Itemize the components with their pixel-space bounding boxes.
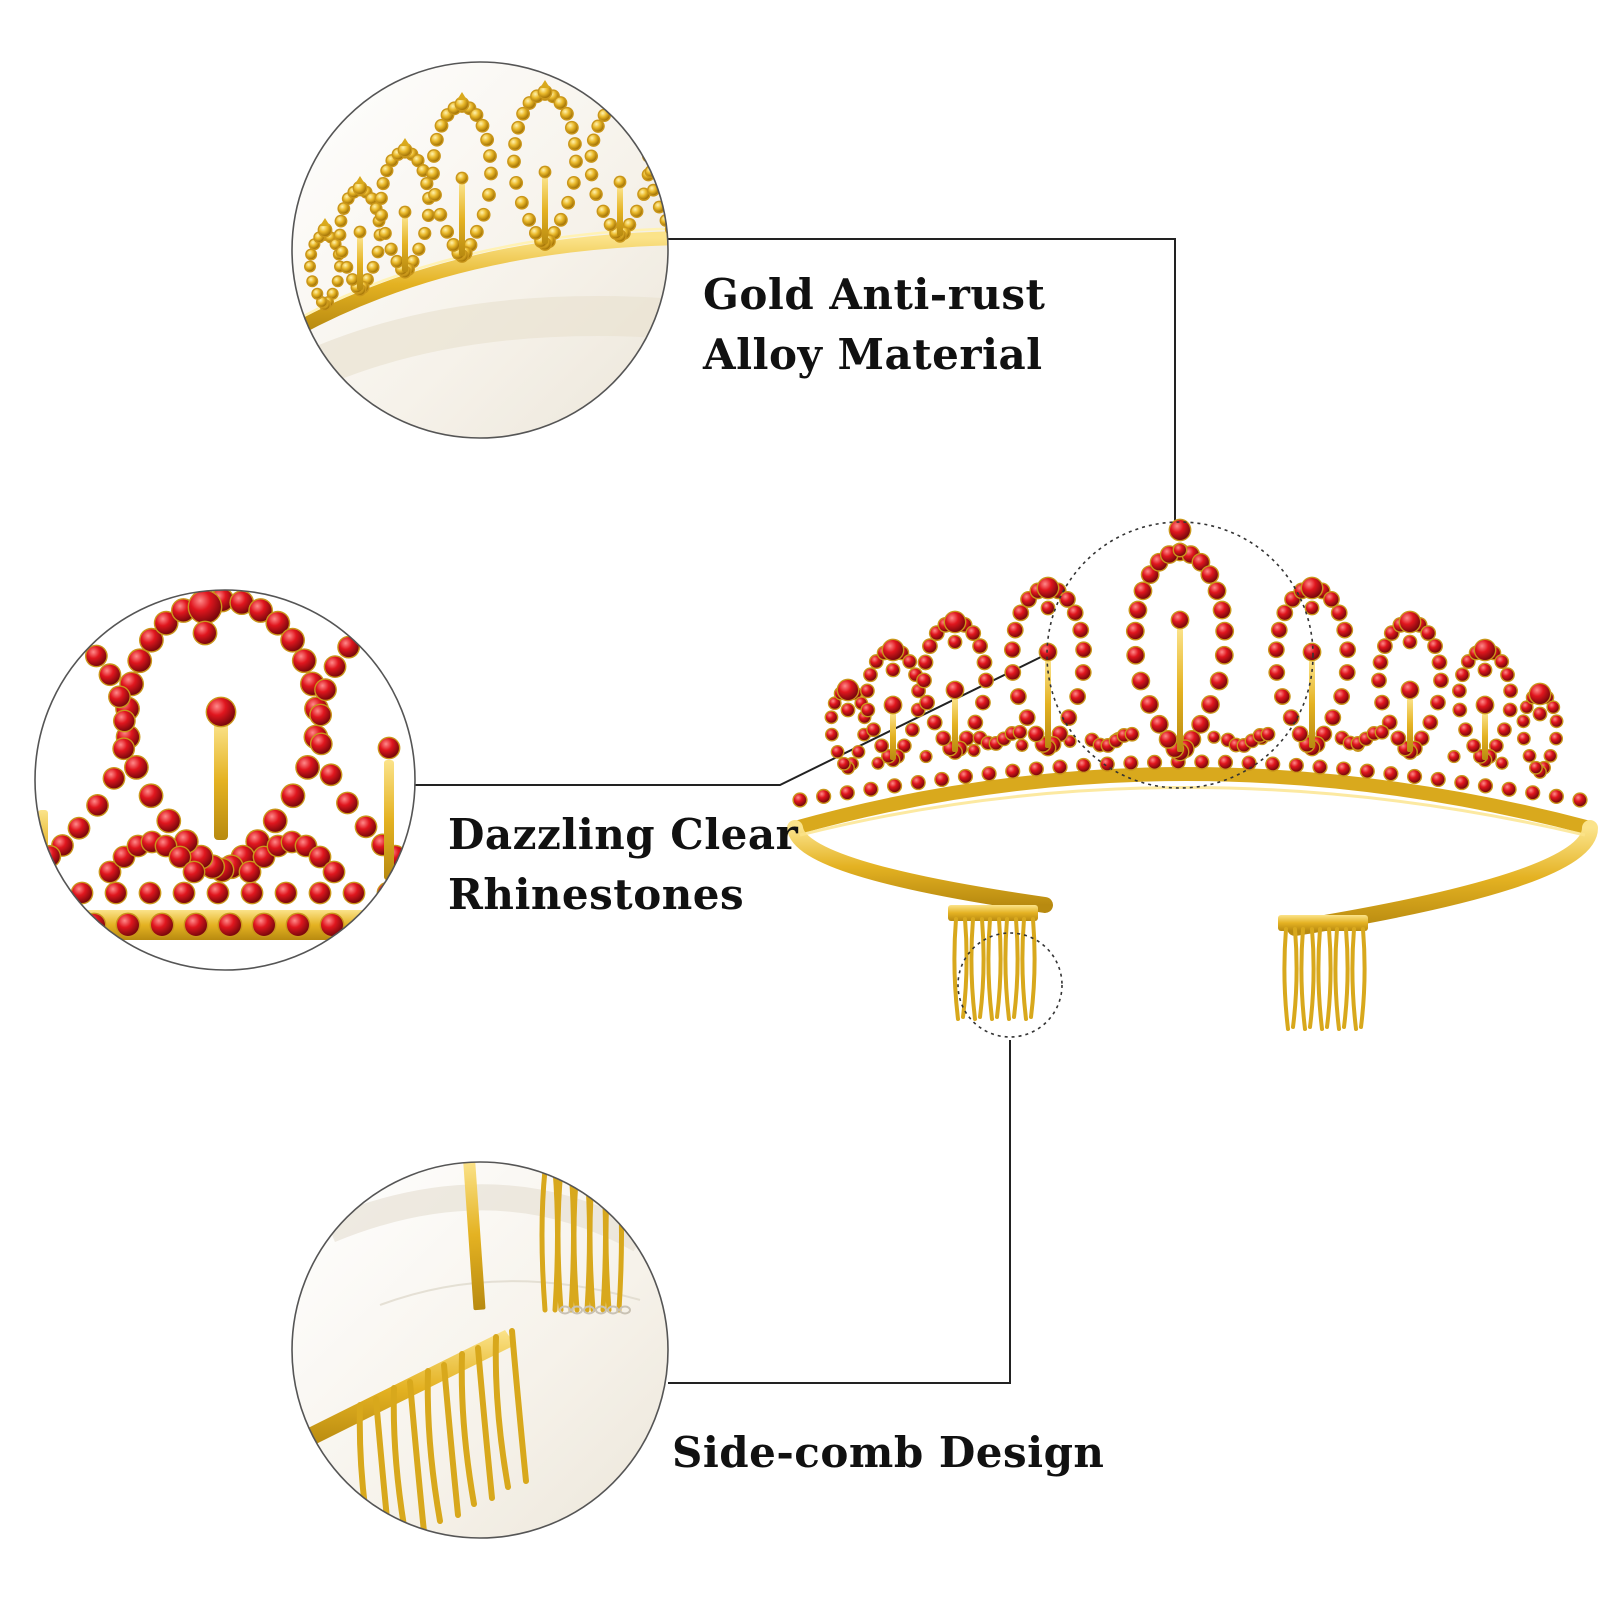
feature-label-gold-line1: Gold Anti-rust	[703, 270, 1046, 319]
feature-label-comb-line1: Side-comb Design	[672, 1428, 1105, 1477]
feature-label-rhinestones: Dazzling Clear Rhinestones	[448, 805, 798, 925]
callout-line-gold	[668, 238, 1176, 523]
main-tiara-image	[787, 518, 1598, 1031]
feature-label-gold: Gold Anti-rust Alloy Material	[703, 265, 1045, 385]
callout-line-rhinestones	[414, 654, 1046, 786]
highlight-circles	[957, 521, 1314, 1038]
highlight-circle-crown	[1046, 521, 1314, 789]
feature-label-rhinestones-line1: Dazzling Clear	[448, 810, 799, 859]
feature-label-rhinestones-line2: Rhinestones	[448, 870, 745, 919]
detail-circle-gold	[291, 61, 669, 439]
feature-label-gold-line2: Alloy Material	[703, 330, 1043, 379]
highlight-circle-comb	[957, 932, 1063, 1038]
callout-line-comb	[668, 1040, 1011, 1384]
detail-circle-rhinestones	[34, 589, 416, 971]
feature-label-comb: Side-comb Design	[672, 1423, 1104, 1483]
detail-circle-comb	[291, 1161, 669, 1539]
